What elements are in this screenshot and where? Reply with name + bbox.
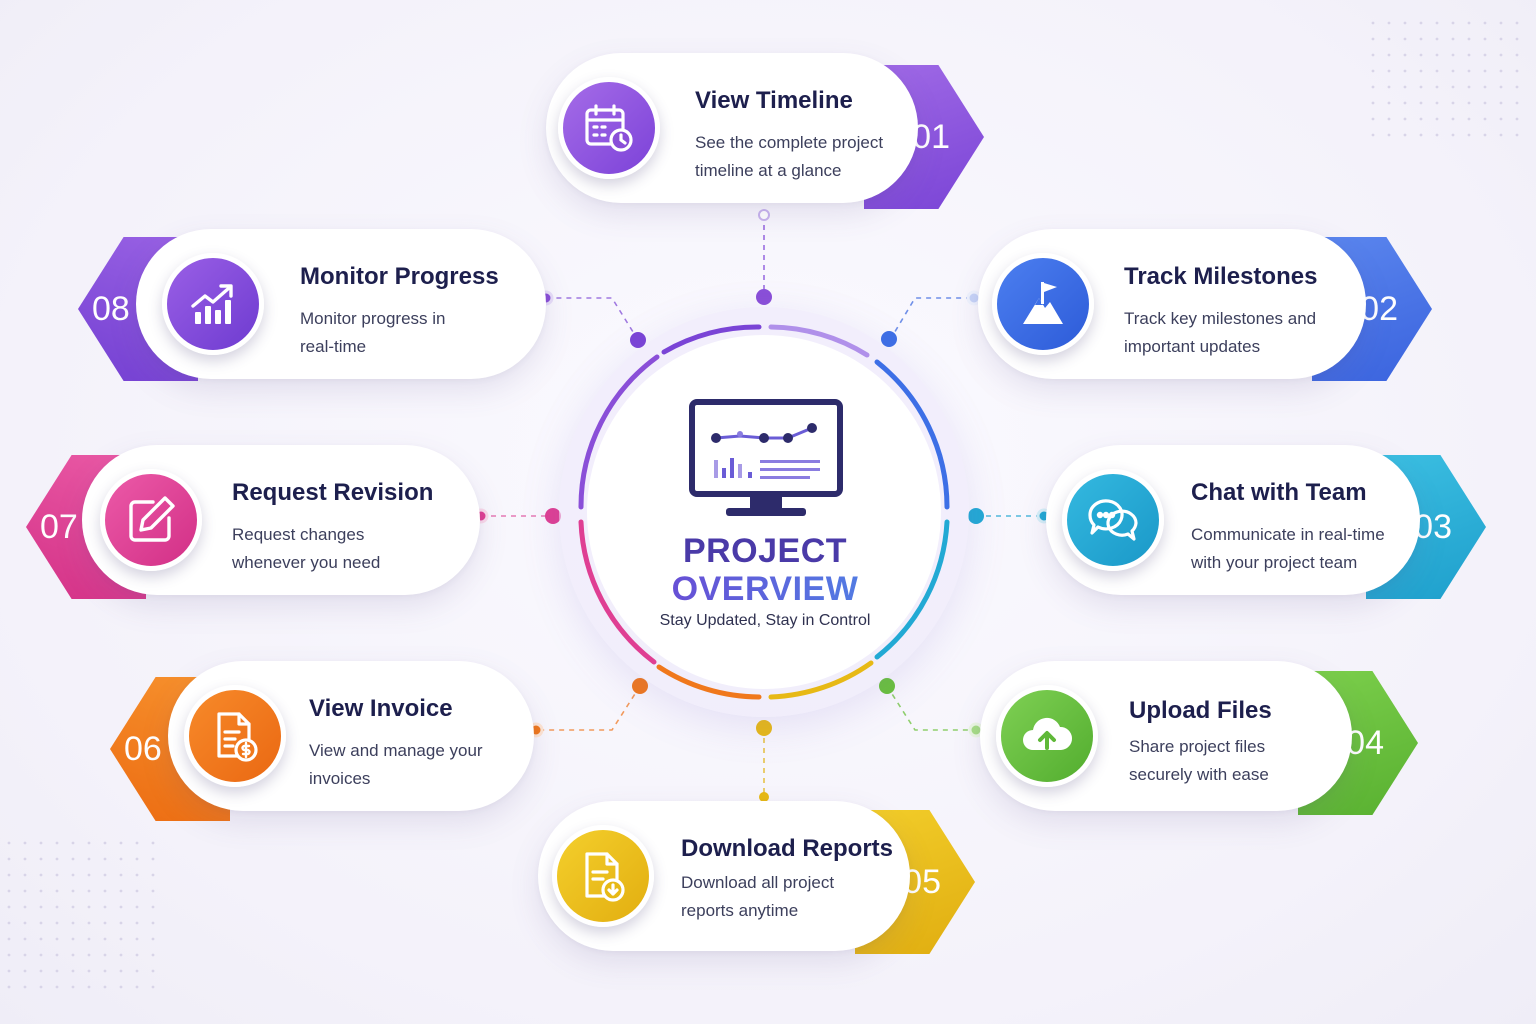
feature-card-download-reports[interactable]: Download Reports Download all project re…	[538, 801, 910, 951]
feature-title-01: View Timeline	[695, 87, 853, 114]
connector-04	[886, 685, 976, 731]
number-label-08: 08	[92, 289, 130, 328]
feature-title-07: Request Revision	[232, 479, 434, 506]
number-label-07: 07	[40, 507, 78, 546]
feature-desc-01: See the complete project timeline at a g…	[695, 133, 884, 180]
number-label-02: 02	[1360, 289, 1398, 328]
connector-dot-05b	[759, 792, 769, 802]
feature-card-track-milestones[interactable]: Track Milestones Track key milestones an…	[978, 229, 1366, 379]
feature-card-upload-files[interactable]: Upload Files Share project files securel…	[980, 661, 1352, 811]
feature-card-monitor-progress[interactable]: Monitor Progress Monitor progress in rea…	[136, 229, 546, 379]
center-title-line2: OVERVIEW	[600, 570, 930, 609]
number-label-03: 03	[1414, 507, 1452, 546]
edit-icon	[100, 469, 202, 571]
connector-06	[538, 685, 641, 731]
feature-desc-07: Request changes whenever you need	[232, 525, 381, 572]
mountain-flag-icon	[992, 253, 1094, 355]
feature-card-view-timeline[interactable]: View Timeline See the complete project t…	[546, 53, 918, 203]
connector-08	[548, 297, 639, 341]
number-label-04: 04	[1346, 723, 1384, 762]
center-title-line1: PROJECT	[682, 532, 848, 570]
number-label-01: 01	[912, 117, 950, 156]
feature-desc-06: View and manage your invoices	[309, 741, 483, 788]
invoice-dollar-icon	[184, 685, 286, 787]
feature-title-03: Chat with Team	[1191, 479, 1367, 506]
feature-card-view-invoice[interactable]: View Invoice View and manage your invoic…	[168, 661, 534, 811]
feature-title-04: Upload Files	[1129, 697, 1272, 724]
dot-pattern-top-right	[1370, 20, 1530, 140]
feature-title-02: Track Milestones	[1124, 263, 1318, 290]
feature-desc-02: Track key milestones and important updat…	[1124, 309, 1317, 356]
connector-dot-08	[630, 332, 646, 348]
feature-card-chat-with-team[interactable]: Chat with Team Communicate in real-time …	[1046, 445, 1420, 595]
connector-dot-01	[756, 289, 772, 305]
cloud-upload-icon	[996, 685, 1098, 787]
report-download-icon	[552, 825, 654, 927]
center-color-ring	[578, 324, 950, 700]
center-subtitle: Stay Updated, Stay in Control	[659, 612, 871, 629]
connector-dot-06	[632, 678, 648, 694]
feature-card-request-revision[interactable]: Request Revision Request changes wheneve…	[82, 445, 480, 595]
connector-dot-04	[879, 678, 895, 694]
connector-dot-02	[881, 331, 897, 347]
number-label-06: 06	[124, 729, 162, 768]
feature-desc-05: Download all project reports anytime	[681, 873, 835, 920]
bar-chart-growth-icon	[162, 253, 264, 355]
connector-dot-05	[756, 720, 772, 736]
calendar-clock-icon	[558, 77, 660, 179]
dot-pattern-bottom-left	[6, 840, 156, 990]
connector-dot-03	[968, 508, 984, 524]
feature-desc-08: Monitor progress in real-time	[300, 309, 446, 356]
connector-dot-07	[545, 508, 561, 524]
monitor-chart-icon	[688, 398, 844, 522]
chat-bubbles-icon	[1062, 469, 1164, 571]
feature-desc-04: Share project files securely with ease	[1129, 737, 1269, 784]
feature-title-05: Download Reports	[681, 835, 894, 862]
feature-title-08: Monitor Progress	[300, 263, 499, 290]
connector-dot-01b	[758, 209, 770, 221]
feature-title-06: View Invoice	[309, 695, 453, 722]
feature-desc-03: Communicate in real-time with your proje…	[1191, 525, 1385, 572]
